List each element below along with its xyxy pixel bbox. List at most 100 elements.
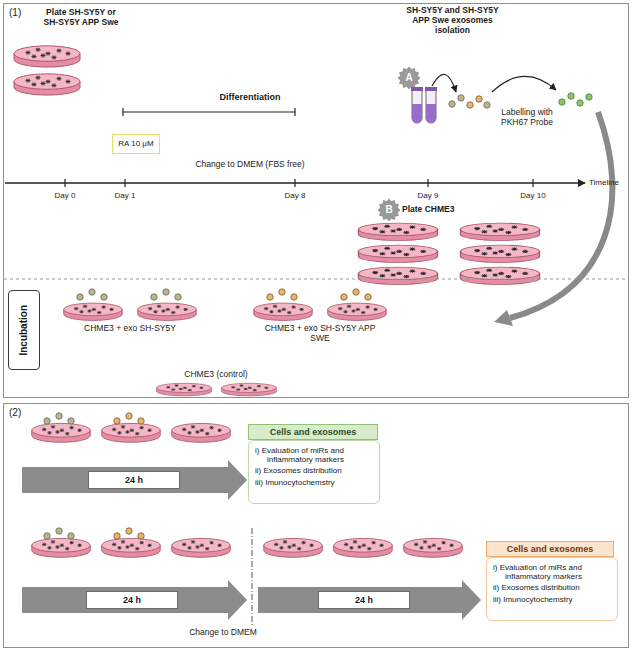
medium-note: Change to DMEM (FBS free) xyxy=(175,160,325,170)
step-badge: B xyxy=(378,199,400,221)
result-list: i) Evaluation of miRs and inflammatory m… xyxy=(248,440,380,504)
transfer-arrow xyxy=(510,112,612,318)
culture-dish xyxy=(102,538,160,557)
node-text: Cells and exosomes xyxy=(270,427,357,437)
timeline-tick xyxy=(427,179,428,187)
duration-box: 24 h xyxy=(318,591,410,609)
labelled-exosome xyxy=(559,99,565,105)
culture-dish xyxy=(222,383,277,396)
exosome xyxy=(467,102,473,108)
exosome xyxy=(77,294,83,300)
result-header: Cells and exosomes xyxy=(486,541,614,557)
node-text: Cells and exosomes xyxy=(507,544,594,554)
node-text: Incubation xyxy=(18,305,30,356)
phase-bar-end xyxy=(122,108,123,116)
exosome xyxy=(484,102,490,108)
duration-arrow xyxy=(22,580,247,620)
exosome xyxy=(138,533,144,539)
condition-label: CHME3 + exo SH-SY5Y xyxy=(70,324,190,334)
list-item: ii) Exosomes distribution xyxy=(255,466,342,475)
result-header: Cells and exosomes xyxy=(248,424,378,440)
step-badge: A xyxy=(398,67,420,89)
exosome xyxy=(267,294,273,300)
exosome xyxy=(458,95,464,101)
exosome xyxy=(56,413,62,419)
exosome xyxy=(341,294,347,300)
labelled-exosome xyxy=(586,94,592,100)
duration-arrow xyxy=(258,580,481,620)
exosome xyxy=(44,533,50,539)
culture-dish xyxy=(460,223,539,240)
node-text: RA 10 μM xyxy=(118,139,153,148)
timeline-tick xyxy=(64,179,65,187)
condition-label: CHME3 + exo SH-SY5Y APP SWE xyxy=(260,324,380,344)
exosome xyxy=(291,294,297,300)
process-arrow xyxy=(492,76,556,92)
exosome xyxy=(68,418,74,424)
node-text: (1) xyxy=(9,7,21,19)
labelled-exosome xyxy=(577,100,583,106)
list-item: iii) Imunocytochemstry xyxy=(493,595,574,604)
badge-star-shape xyxy=(398,67,420,89)
timeline-day: Day 0 xyxy=(45,191,85,200)
exosome xyxy=(56,528,62,534)
labelled-exosome xyxy=(568,93,574,99)
stage-box: Incubation xyxy=(8,290,40,370)
culture-dish xyxy=(64,303,122,320)
exosome xyxy=(44,418,50,424)
node-text: 24 h xyxy=(123,595,141,605)
step-label: SH-SY5Y and SH-SY5Y APP Swe exosomes iso… xyxy=(400,6,505,35)
duration-arrow xyxy=(22,460,247,500)
exosome xyxy=(126,413,132,419)
panel: (2) 24 h Cells and exosomes i) Evaluation o… xyxy=(3,403,629,648)
node-text: 24 h xyxy=(355,595,373,605)
culture-dish xyxy=(334,538,392,557)
culture-dish xyxy=(138,303,196,320)
culture-dish xyxy=(460,267,539,284)
tube-liquid xyxy=(412,104,422,123)
duration-box: 24 h xyxy=(86,591,178,609)
timeline-tick xyxy=(294,179,295,187)
badge-star-shape xyxy=(378,199,400,221)
phase-bar xyxy=(123,111,295,112)
tube-cap xyxy=(411,87,423,91)
node-text: 24 h xyxy=(125,475,143,485)
phase-label: Differentiation xyxy=(200,92,300,102)
culture-dish xyxy=(172,423,230,442)
exosome xyxy=(138,418,144,424)
list-item: ii) Exosomes distribution xyxy=(493,583,580,592)
culture-dish xyxy=(32,538,90,557)
exosome xyxy=(476,96,482,102)
culture-dish xyxy=(328,303,386,320)
timeline-day: Day 9 xyxy=(408,191,448,200)
medium-note: Change to DMEM xyxy=(188,628,258,638)
node-text: A xyxy=(405,72,412,84)
duration-box: 24 h xyxy=(88,471,180,489)
tube-liquid xyxy=(426,104,436,123)
culture-dish xyxy=(157,383,212,396)
medium-change-line xyxy=(252,528,253,626)
timeline-tick xyxy=(124,179,125,187)
culture-dish xyxy=(264,538,322,557)
timeline-day: Day 10 xyxy=(513,191,553,200)
section-divider xyxy=(4,279,628,280)
exosome xyxy=(68,533,74,539)
exosome xyxy=(449,101,455,107)
exosome xyxy=(163,289,169,295)
phase-bar-end xyxy=(294,108,295,116)
axis-label: Timeline xyxy=(589,178,633,187)
exosome xyxy=(279,289,285,295)
step-label: Plate CHME3 xyxy=(402,205,472,215)
list-item: i) Evaluation of miRs and inflammatory m… xyxy=(493,563,613,581)
exosome xyxy=(89,289,95,295)
node-text: (2) xyxy=(9,407,21,419)
timeline-day: Day 1 xyxy=(105,191,145,200)
test-tube xyxy=(412,90,422,123)
step-label: Plate SH-SY5Y or SH-SY5Y APP Swe xyxy=(38,8,124,28)
test-tube xyxy=(426,90,436,123)
timeline-day: Day 8 xyxy=(275,191,315,200)
list-item: iii) Imunocytochemstry xyxy=(255,478,336,487)
step-label: Labelling with PKH67 Probe xyxy=(488,108,566,128)
condition-label: CHME3 (control) xyxy=(171,370,261,380)
